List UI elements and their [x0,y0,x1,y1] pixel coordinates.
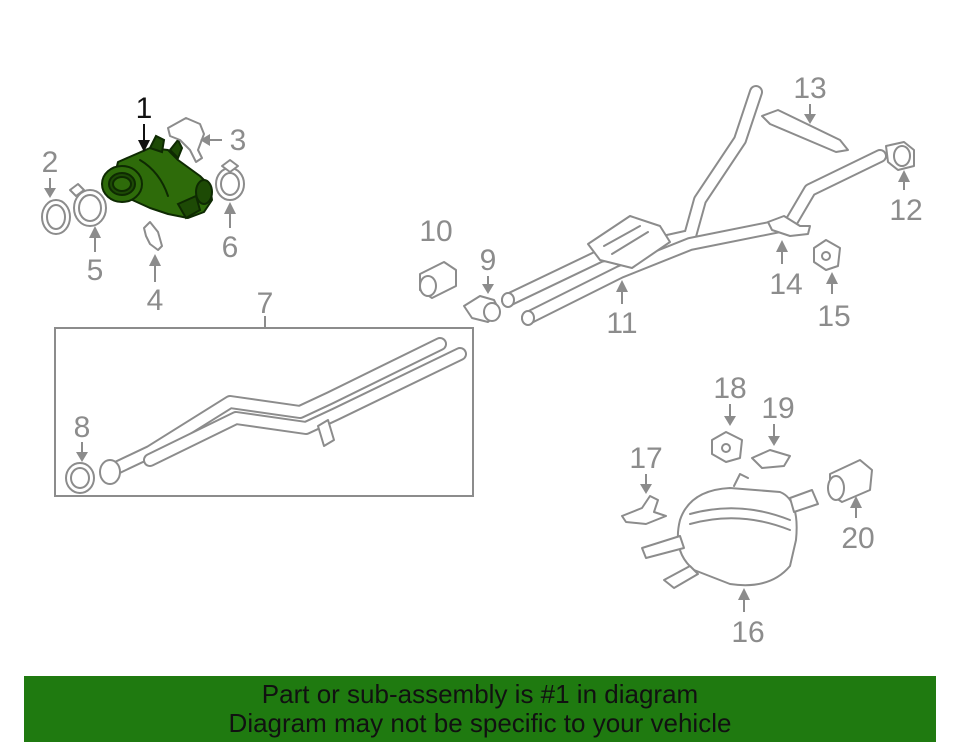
part-7-intermediate-pipe[interactable] [99,337,467,485]
callout-16: 16 [731,588,765,649]
svg-text:20: 20 [841,522,874,555]
callout-20: 20 [841,496,875,555]
part-3-bracket[interactable] [167,117,205,163]
banner-line-1: Part or sub-assembly is #1 in diagram [261,679,699,709]
part-14-bracket[interactable] [767,215,811,237]
callout-11: 11 [606,280,638,340]
svg-text:9: 9 [480,244,497,277]
callout-17: 17 [629,442,663,494]
svg-text:10: 10 [419,215,452,248]
svg-text:16: 16 [731,616,764,649]
part-19-bracket[interactable] [751,449,791,469]
callout-13: 13 [793,72,827,124]
part-16-rear-muffler[interactable] [641,473,819,589]
callout-19: 19 [761,392,795,446]
info-banner: Part or sub-assembly is #1 in diagram Di… [24,676,936,742]
callout-14: 14 [769,240,803,301]
part-17-bracket[interactable] [621,495,667,525]
callout-1: 1 [136,92,153,152]
svg-text:13: 13 [793,72,826,105]
part-1-catalytic-converter[interactable] [101,134,213,220]
svg-text:17: 17 [629,442,662,475]
part-9-mount[interactable] [463,295,501,323]
callout-15: 15 [817,272,851,333]
callout-12: 12 [889,170,923,227]
part-18-hanger[interactable] [711,431,743,463]
svg-text:19: 19 [761,392,794,425]
callout-8: 8 [74,411,91,462]
part-5-clamp[interactable] [69,183,107,227]
svg-text:12: 12 [889,194,922,227]
svg-text:4: 4 [147,284,164,317]
banner-line-2: Diagram may not be specific to your vehi… [228,708,732,738]
part-13-strap[interactable] [761,109,849,153]
part-4-bracket[interactable] [143,221,163,251]
part-6-clamp[interactable] [215,159,245,201]
callout-7: 7 [257,287,274,328]
callout-9: 9 [480,244,497,294]
svg-text:14: 14 [769,268,802,301]
svg-text:7: 7 [257,287,274,320]
callout-5: 5 [87,226,104,287]
callout-18: 18 [713,372,747,426]
svg-text:3: 3 [230,124,247,157]
callout-4: 4 [147,254,164,317]
svg-text:18: 18 [713,372,746,405]
part-8-clamp[interactable] [65,462,95,494]
callout-3: 3 [200,124,246,157]
svg-text:11: 11 [606,307,637,340]
svg-text:8: 8 [74,411,91,444]
callout-10: 10 [419,215,452,248]
part-10-sleeve[interactable] [419,261,457,299]
svg-text:6: 6 [222,231,239,264]
part-11-center-muffler[interactable] [501,85,887,326]
part-15-hanger[interactable] [813,239,841,271]
svg-text:5: 5 [87,254,104,287]
svg-text:15: 15 [817,300,850,333]
svg-text:2: 2 [42,146,59,179]
svg-text:1: 1 [136,92,153,125]
part-20-tailpipe-tip[interactable] [827,459,873,503]
exhaust-parts-diagram: 1 2 3 4 5 6 7 8 9 10 [41,72,923,649]
part-12-clamp[interactable] [885,141,915,171]
callout-2: 2 [42,146,59,198]
part-2-gasket[interactable] [41,199,71,235]
callout-6: 6 [222,202,239,264]
